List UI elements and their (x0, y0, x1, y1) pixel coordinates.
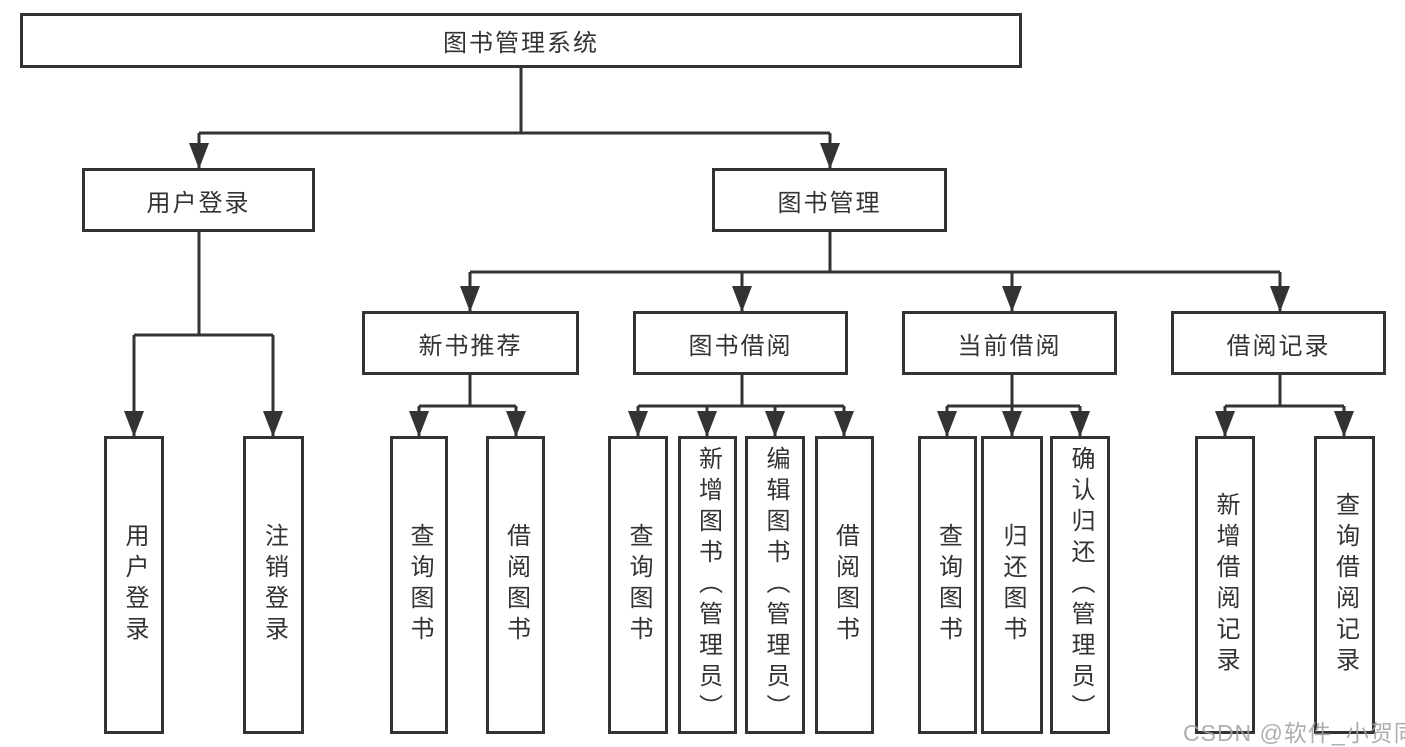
arrow-down-icon (263, 411, 283, 437)
leaf-logout: 注销登录 (243, 436, 304, 734)
node-label: 图书管理系统 (443, 30, 599, 57)
arrow-down-icon (834, 411, 854, 437)
arrow-down-icon (1002, 411, 1022, 437)
node-label: 图书借阅 (688, 332, 793, 360)
arrow-down-icon (765, 411, 785, 437)
leaf-query-books-current: 查询图书 (918, 436, 977, 734)
arrow-down-icon (732, 286, 752, 312)
leaf-edit-books-admin: 编辑图书（管理员） (745, 436, 805, 734)
leaf-label: 借阅图书 (502, 523, 530, 647)
leaf-borrow-books-recommend: 借阅图书 (486, 436, 545, 734)
arrow-down-icon (1215, 411, 1235, 437)
node-book-borrowing: 图书借阅 (633, 311, 848, 375)
arrow-down-icon (189, 143, 209, 169)
leaf-label: 编辑图书（管理员） (762, 445, 789, 725)
arrow-down-icon (1334, 411, 1354, 437)
arrow-down-icon (1270, 286, 1290, 312)
arrow-down-icon (1002, 286, 1022, 312)
node-book-management: 图书管理 (712, 168, 947, 232)
leaf-return-books: 归还图书 (981, 436, 1043, 734)
arrow-down-icon (460, 286, 480, 312)
connector-lines (132, 68, 1346, 436)
leaf-query-books-borrowing: 查询图书 (608, 436, 668, 734)
leaf-query-books-recommend: 查询图书 (390, 436, 448, 734)
leaf-label: 用户登录 (121, 523, 148, 647)
leaf-label: 查询图书 (934, 523, 962, 647)
arrowheads (124, 143, 1354, 437)
arrow-down-icon (124, 411, 144, 437)
leaf-query-borrow-record: 查询借阅记录 (1314, 436, 1375, 734)
leaf-add-books-admin: 新增图书（管理员） (678, 436, 737, 734)
leaf-label: 查询借阅记录 (1331, 492, 1359, 678)
arrow-down-icon (506, 411, 526, 437)
arrow-down-icon (628, 411, 648, 437)
csdn-watermark: CSDN @软件_小贺同学 (1183, 720, 1405, 746)
arrow-down-icon (1070, 411, 1090, 437)
node-user-login: 用户登录 (82, 168, 315, 232)
leaf-label: 新增借阅记录 (1212, 492, 1239, 678)
leaf-label: 查询图书 (625, 523, 652, 647)
node-current-borrowing: 当前借阅 (902, 311, 1117, 375)
arrow-down-icon (937, 411, 957, 437)
node-label: 当前借阅 (957, 332, 1062, 360)
node-label: 借阅记录 (1226, 332, 1331, 360)
leaf-label: 注销登录 (260, 523, 288, 647)
node-borrowing-records: 借阅记录 (1171, 311, 1386, 375)
leaf-label: 归还图书 (999, 523, 1026, 647)
node-new-book-recommend: 新书推荐 (362, 311, 579, 375)
arrow-down-icon (409, 411, 429, 437)
node-label: 图书管理 (777, 189, 882, 217)
leaf-label: 确认归还（管理员） (1067, 445, 1094, 725)
arrow-down-icon (820, 143, 840, 169)
arrow-down-icon (697, 411, 717, 437)
leaf-add-borrow-record: 新增借阅记录 (1195, 436, 1255, 734)
leaf-label: 新增图书（管理员） (694, 445, 722, 725)
node-library-system: 图书管理系统 (20, 13, 1022, 68)
leaf-user-login: 用户登录 (104, 436, 164, 734)
leaf-label: 借阅图书 (831, 523, 859, 647)
leaf-label: 查询图书 (406, 523, 433, 647)
node-label: 用户登录 (146, 189, 251, 217)
leaf-borrow-books: 借阅图书 (815, 436, 874, 734)
node-label: 新书推荐 (418, 332, 523, 360)
leaf-confirm-return-admin: 确认归还（管理员） (1050, 436, 1110, 734)
